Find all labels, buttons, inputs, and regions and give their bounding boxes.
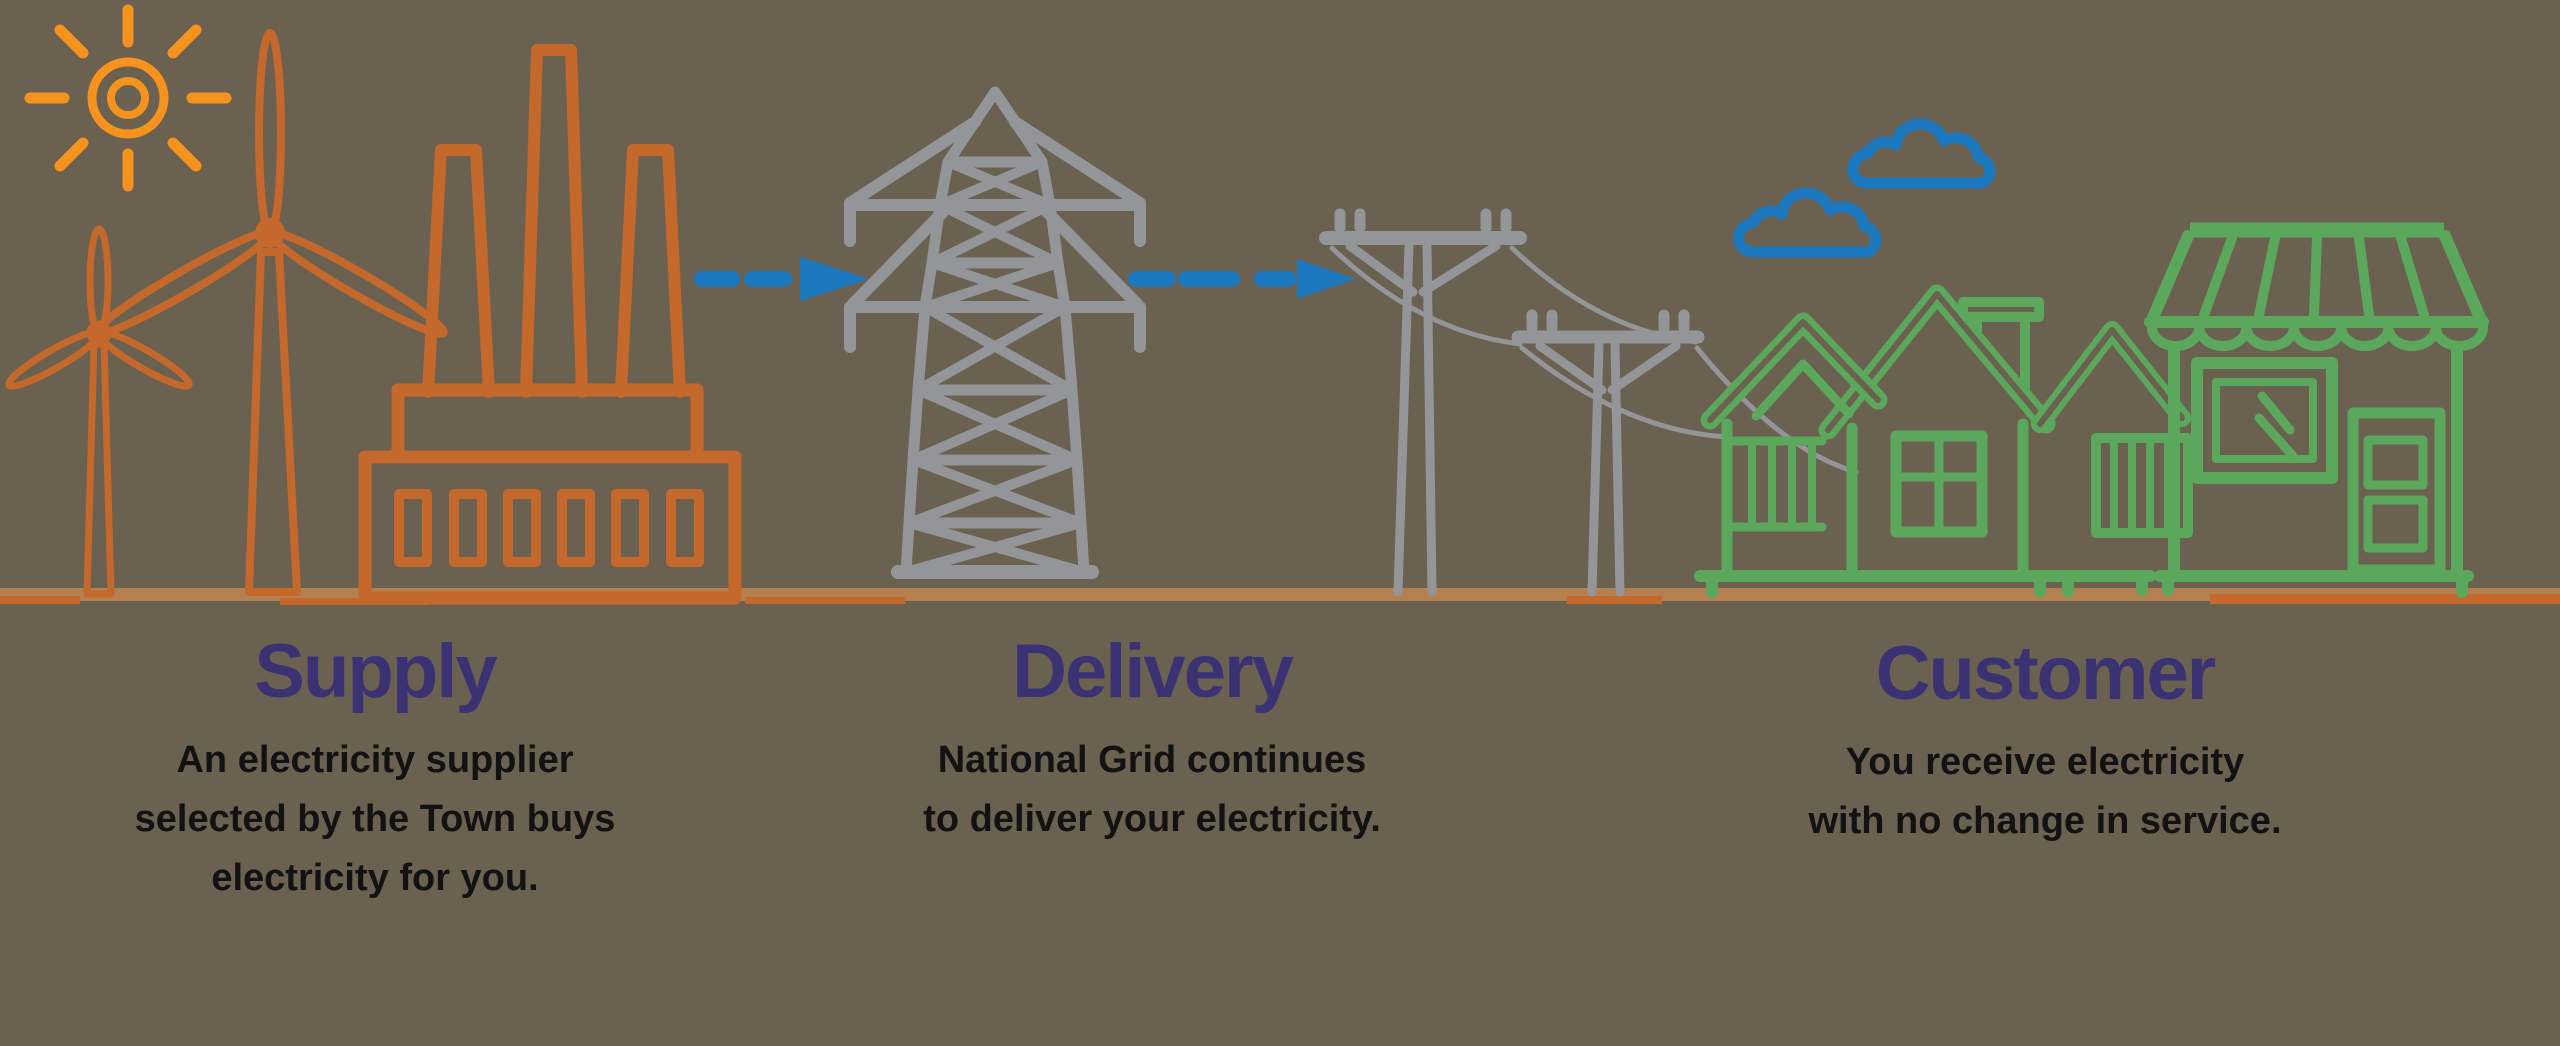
cloud-lower-icon — [1733, 187, 1882, 258]
transmission-tower-icon — [844, 86, 1146, 579]
flow-arrow-delivery-to-customer-icon — [1128, 259, 1356, 299]
customer-description-line: You receive electricity — [1845, 741, 2245, 783]
wind-turbine-large-icon — [92, 29, 448, 596]
power-plant-icon — [358, 44, 742, 605]
supply-heading: Supply — [254, 629, 497, 714]
supply-description-line: selected by the Town buys — [134, 797, 616, 840]
delivery-heading: Delivery — [1012, 629, 1294, 714]
delivery-description-line: National Grid continues — [937, 739, 1367, 781]
utility-pole-tall-icon — [1319, 208, 1527, 597]
cloud-upper-icon — [1847, 118, 1996, 189]
section-delivery: Delivery National Grid continues to deli… — [862, 628, 1442, 849]
customer-heading: Customer — [1875, 631, 2217, 716]
store-icon — [2144, 222, 2489, 598]
neighbor-house-icon — [2031, 321, 2193, 598]
supply-description-line: An electricity supplier — [176, 739, 574, 781]
utility-pole-short-icon — [1511, 309, 1705, 597]
customer-description-line: with no change in service. — [1808, 799, 2282, 842]
flow-arrow-supply-to-delivery-icon — [694, 257, 869, 301]
sun-icon — [24, 4, 232, 192]
power-line-wires — [1329, 245, 1859, 475]
section-supply: Supply An electricity supplier selected … — [85, 628, 665, 908]
house-icon — [1694, 284, 2056, 598]
delivery-description-line: to deliver your electricity. — [923, 797, 1381, 840]
section-customer: Customer You receive electricity with no… — [1755, 630, 2335, 851]
supply-description-line: electricity for you. — [211, 856, 539, 899]
